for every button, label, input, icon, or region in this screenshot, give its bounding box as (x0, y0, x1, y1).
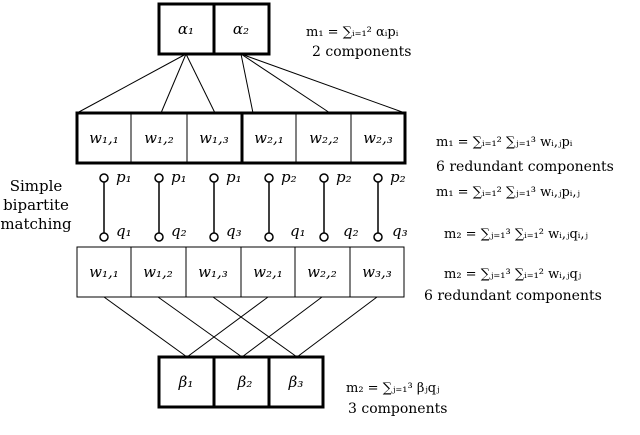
w-top-group-1 (75, 111, 244, 165)
beta-box (157, 355, 325, 409)
q-node (99, 232, 109, 242)
p-label: p₁ (226, 168, 242, 186)
edge-a1-w11 (76, 53, 187, 114)
w-bottom-cell: w₁,₃ (198, 263, 228, 281)
beta-cell: β₂ (237, 373, 253, 391)
w-bottom-cell: w₂,₂ (307, 263, 337, 281)
w-bottom-cell: w₃,₃ (362, 263, 392, 281)
beta-cell: β₁ (178, 373, 194, 391)
edge-a1-w13 (185, 53, 216, 114)
w-bottom-cell: w₂,₁ (253, 263, 283, 281)
beta-row: β₁ β₂ β₃ (157, 355, 325, 409)
p-label: p₂ (390, 168, 406, 186)
edge-a2-w22 (240, 53, 331, 114)
w-bottom-row: w₁,₁ w₁,₂ w₁,₃ w₂,₁ w₂,₂ w₃,₃ (76, 246, 405, 298)
side-label: Simple bipartite matching (0, 177, 72, 233)
beta-cell: β₃ (288, 373, 304, 391)
w-top-group-2 (240, 111, 407, 165)
edge-w12-b2 (157, 296, 243, 358)
side-label-line: Simple (10, 177, 63, 195)
alpha-cell: α₂ (233, 20, 249, 38)
q-node (264, 232, 274, 242)
q-label: q₁ (116, 222, 132, 240)
q-node (209, 232, 219, 242)
w-top-cell: w₁,₃ (199, 129, 229, 147)
w-top-cell: w₂,₃ (363, 129, 393, 147)
edge-w33-b3 (296, 296, 378, 358)
alpha-cell: α₁ (178, 20, 194, 38)
annotations: m₁ = ∑ᵢ₌₁² αᵢpᵢ 2 components m₁ = ∑ᵢ₌₁² … (306, 25, 614, 417)
alpha-to-w-connections (76, 53, 406, 114)
p-label: p₁ (116, 168, 132, 186)
q-label: q₃ (392, 222, 408, 240)
edge-w22-b2 (241, 296, 323, 358)
q-label: q₃ (226, 222, 242, 240)
q-node (319, 232, 329, 242)
formula-m1-w: m₁ = ∑ᵢ₌₁² ∑ⱼ₌₁³ wᵢ,ⱼpᵢ (436, 135, 573, 150)
w-bottom-cell: w₁,₂ (143, 263, 173, 281)
edge-a1-w12 (160, 53, 187, 114)
formula-m2-beta: m₂ = ∑ⱼ₌₁³ βⱼqⱼ (346, 381, 440, 396)
q-label: q₁ (290, 222, 306, 240)
formula-m2-w: m₂ = ∑ⱼ₌₁³ ∑ᵢ₌₁² wᵢ,ⱼqⱼ (444, 267, 581, 282)
q-labels: q₁ q₂ q₃ q₁ q₂ q₃ (116, 222, 408, 240)
p-label: p₂ (336, 168, 352, 186)
formula-m1-wpij: m₁ = ∑ᵢ₌₁² ∑ⱼ₌₁³ wᵢ,ⱼpᵢ,ⱼ (436, 185, 580, 200)
w-top-cell: w₂,₁ (254, 129, 284, 147)
q-label: q₂ (171, 222, 187, 240)
caption-m1-alpha: 2 components (312, 44, 411, 60)
p-node (99, 173, 109, 183)
formula-m2-wqij: m₂ = ∑ⱼ₌₁³ ∑ᵢ₌₁² wᵢ,ⱼqᵢ,ⱼ (444, 227, 588, 242)
formula-m1-alpha: m₁ = ∑ᵢ₌₁² αᵢpᵢ (306, 25, 399, 40)
w-top-row: w₁,₁ w₁,₂ w₁,₃ w₂,₁ w₂,₂ w₂,₃ (75, 111, 407, 165)
edge-w21-b1 (186, 296, 269, 358)
w-to-beta-connections (103, 296, 378, 358)
alpha-row: α₁ α₂ (157, 2, 271, 56)
p-node (154, 173, 164, 183)
side-label-line: matching (0, 215, 72, 233)
caption-m1-w: 6 redundant components (436, 159, 614, 175)
w-top-cell: w₁,₁ (89, 129, 119, 147)
caption-m2-beta: 3 components (348, 401, 447, 417)
side-label-line: bipartite (3, 196, 69, 214)
q-label: q₂ (343, 222, 359, 240)
caption-m2-w: 6 redundant components (424, 288, 602, 304)
p-label: p₁ (171, 168, 187, 186)
edge-w11-b1 (103, 296, 188, 358)
q-node (373, 232, 383, 242)
p-node (264, 173, 274, 183)
p-label: p₂ (281, 168, 297, 186)
edge-a2-w21 (240, 53, 254, 114)
w-top-cell: w₁,₂ (144, 129, 174, 147)
edge-w13-b3 (212, 296, 298, 358)
p-labels: p₁ p₁ p₁ p₂ p₂ p₂ (116, 168, 406, 186)
edge-a2-w23 (240, 53, 406, 114)
matching-links (99, 173, 383, 242)
w-top-cell: w₂,₂ (309, 129, 339, 147)
p-node (319, 173, 329, 183)
p-node (373, 173, 383, 183)
p-node (209, 173, 219, 183)
q-node (154, 232, 164, 242)
w-bottom-cell: w₁,₁ (89, 263, 119, 281)
